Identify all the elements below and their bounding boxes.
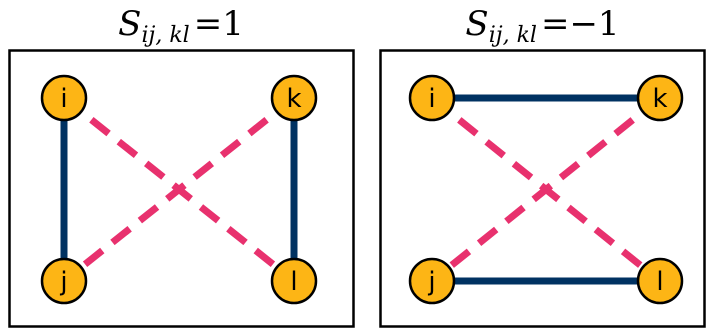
right-node-k-circle [636,74,684,122]
right-node-i: i [408,74,456,122]
right-node-j-circle [408,257,456,305]
left-node-i-label: i [60,84,67,114]
right-title-value: −1 [569,4,620,44]
left-edge-k-j [61,95,297,284]
left-node-i: i [40,74,88,122]
left-node-j-circle [40,257,88,305]
left-node-l-label: l [290,267,297,297]
right-node-k: k [636,74,684,122]
right-title-symbol: S [465,4,489,44]
left-node-l: l [270,257,318,305]
right-node-i-circle [408,74,456,122]
left-title-relation: = [193,4,223,44]
left-node-j-label: j [59,267,67,297]
right-panel: i k j l [379,49,706,328]
left-title-symbol: S [118,4,142,44]
left-panel-frame [8,49,355,328]
left-title-subscript: ij, kl [141,23,190,48]
left-node-k-label: k [286,84,301,114]
right-edge-k-j [429,95,663,284]
right-title-relation: = [540,4,570,44]
right-node-k-label: k [652,84,667,114]
left-title-value: 1 [222,4,244,44]
right-node-j-label: j [427,267,435,297]
right-node-l: l [636,257,684,305]
right-node-i-label: i [428,84,435,114]
right-node-l-circle [636,257,684,305]
right-node-l-label: l [656,267,663,297]
left-panel-title: Sij, kl=1 [8,2,354,48]
left-node-k: k [270,74,318,122]
left-node-k-circle [270,74,318,122]
right-title-subscript: ij, kl [488,23,537,48]
right-panel-title: Sij, kl=−1 [380,2,705,48]
right-node-j: j [408,257,456,305]
left-node-l-circle [270,257,318,305]
left-node-j: j [40,257,88,305]
left-panel: i k j l [8,49,355,328]
left-node-i-circle [40,74,88,122]
right-panel-frame [379,49,706,328]
